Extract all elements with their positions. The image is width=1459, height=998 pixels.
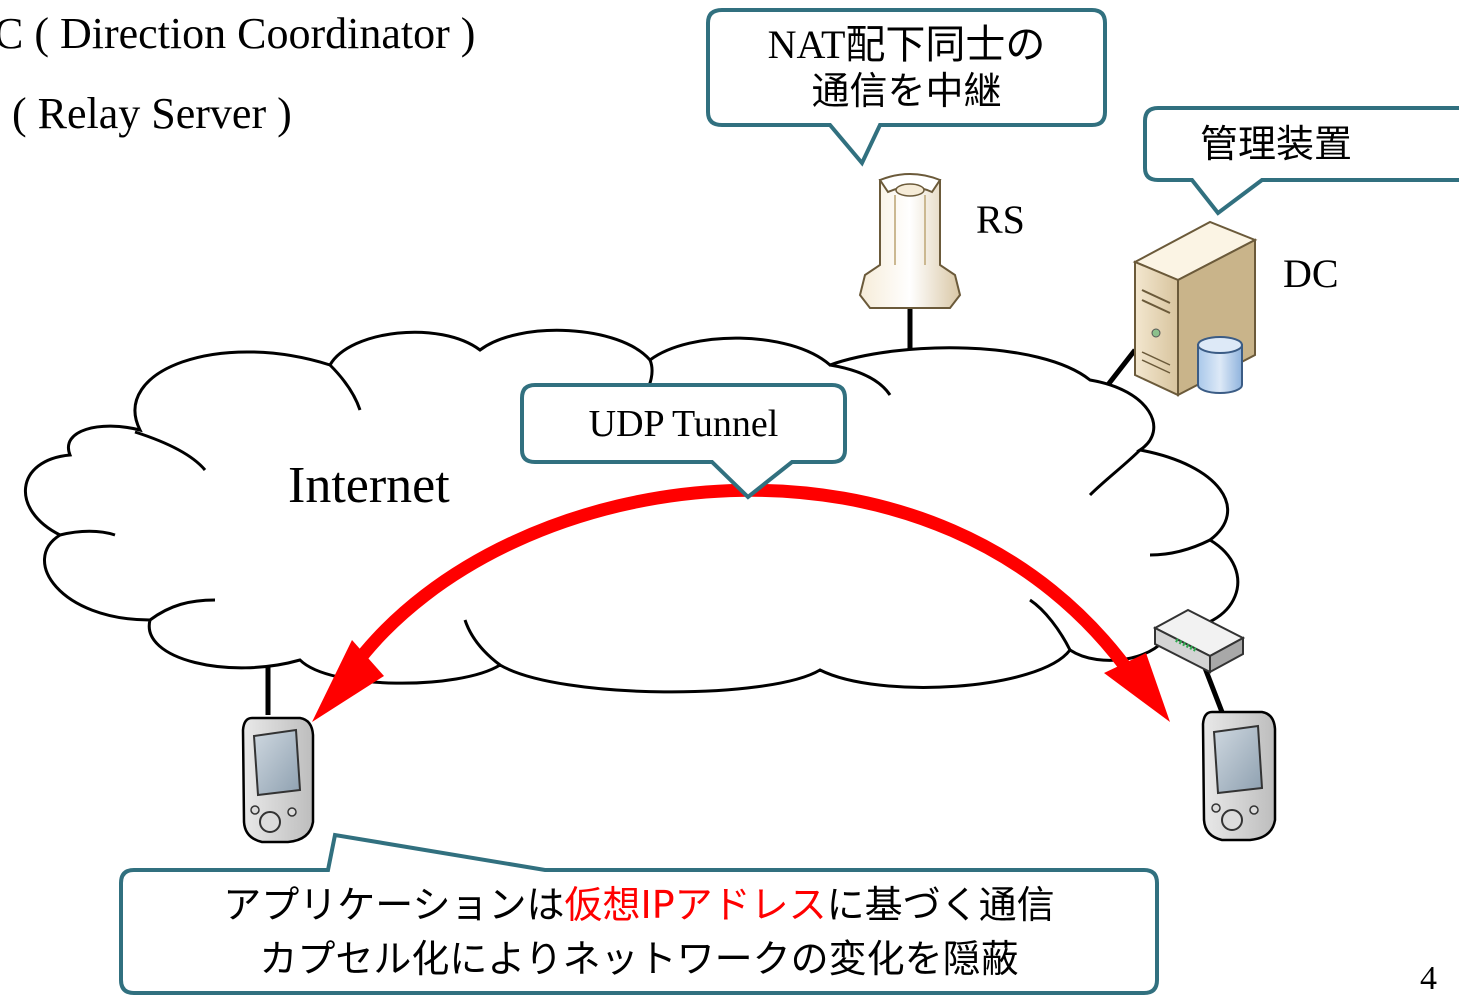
database-icon <box>1197 336 1243 394</box>
callout-rs-text: NAT配下同士の 通信を中継 <box>708 22 1105 114</box>
callout-bottom-highlight: 仮想IPアドレス <box>564 883 827 927</box>
pda-icon <box>1201 710 1277 842</box>
callout-bottom-line1-part3: に基づく通信 <box>826 883 1055 927</box>
callout-dc <box>1143 106 1459 216</box>
callout-rs-line2: 通信を中継 <box>811 69 1002 113</box>
udp-tunnel-arrow <box>312 483 1170 722</box>
pda-icon <box>241 716 315 844</box>
cloud-label: Internet <box>288 457 450 514</box>
callout-rs <box>706 8 1107 167</box>
callout-bottom <box>119 832 1159 995</box>
dc-label: DC <box>1283 251 1339 296</box>
antenna-icon <box>858 173 962 309</box>
legend-rs-line: ( Relay Server ) <box>12 89 292 138</box>
callout-tunnel-text: UDP Tunnel <box>588 403 779 445</box>
callout-bottom-line1: アプリケーションは仮想IPアドレスに基づく通信 <box>121 878 1157 932</box>
rs-label: RS <box>976 197 1025 242</box>
callout-bottom-text: アプリケーションは仮想IPアドレスに基づく通信 カプセル化によりネットワークの変… <box>121 878 1157 986</box>
legend-dc-line: C ( Direction Coordinator ) <box>0 9 476 58</box>
callout-dc-text: 管理装置 <box>1200 122 1353 166</box>
callout-bottom-line2: カプセル化によりネットワークの変化を隠蔽 <box>259 937 1019 981</box>
callout-bottom-line1-part1: アプリケーションは <box>223 883 565 927</box>
callout-rs-line1-text: NAT配下同士の <box>767 22 1046 67</box>
server-icon <box>1132 220 1258 397</box>
page-number: 4 <box>1420 960 1437 997</box>
callout-rs-line1: NAT配下同士の <box>708 22 1105 68</box>
router-icon <box>1152 608 1246 674</box>
callout-tunnel <box>520 383 847 500</box>
